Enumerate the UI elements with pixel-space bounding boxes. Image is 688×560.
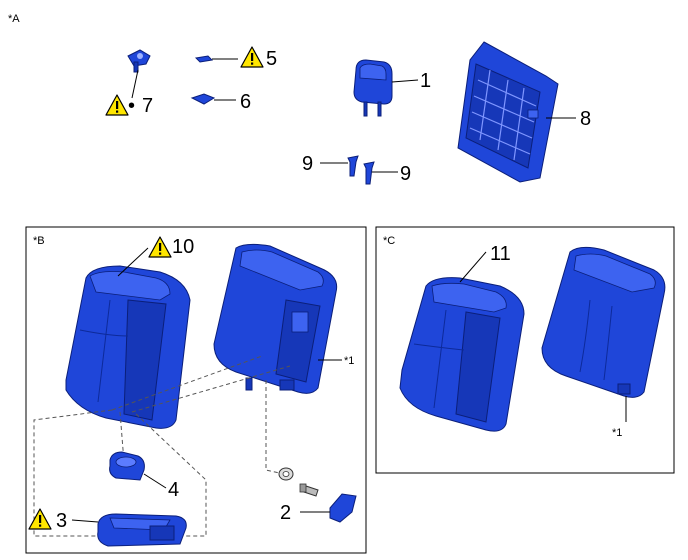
section-b-label: *B [33,235,45,247]
part-10-seatback-rear [213,243,338,394]
ref-note-b: *1 [344,355,354,367]
section-a-label: *A [8,13,20,25]
part-1-headrest [353,59,393,117]
callout-5: 5 [266,48,277,70]
part-5-clip [194,55,214,63]
warning-icon [148,236,172,258]
part-9-pin-right [363,161,375,185]
callout-9-left: 9 [302,153,313,175]
callout-10: 10 [172,236,194,258]
callout-11: 11 [490,243,511,265]
bolt [299,483,319,497]
part-8-seatback-frame [457,41,559,183]
part-11-seatback-rear [541,246,666,398]
part-11-seatback-cover [399,277,525,432]
callout-9-right: 9 [400,163,411,185]
callout-4: 4 [168,479,179,501]
part-10-seatback-cover [65,265,191,429]
section-c-label: *C [383,235,395,247]
part-7-bracket [127,49,151,73]
bullet-7: • [128,95,135,117]
part-2-hinge-cover [329,493,357,523]
warning-icon [240,46,264,68]
washer [278,467,294,481]
callout-2: 2 [280,502,291,524]
part-9-pin-left [347,155,359,177]
part-3-base-cover [97,513,187,547]
callout-8: 8 [580,108,591,130]
ref-note-c: *1 [612,427,622,439]
callout-6: 6 [240,91,251,113]
warning-icon [105,94,129,116]
warning-icon [28,508,52,530]
part-6-clip [190,93,216,105]
part-4-latch-cover [109,451,145,481]
callout-1: 1 [420,70,431,92]
section-b-frame [25,226,367,554]
section-c-frame [375,226,675,474]
callout-7: 7 [142,95,153,117]
callout-3: 3 [56,510,67,532]
